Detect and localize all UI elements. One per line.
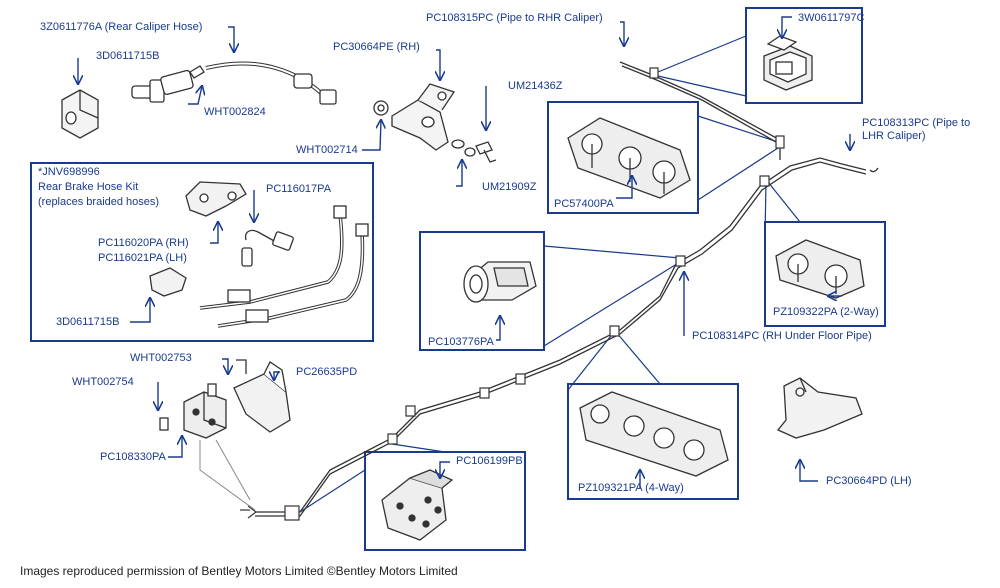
pc57400pa-detail-box xyxy=(547,101,699,214)
kit-bracket-drawing xyxy=(185,181,247,217)
pc57400pa-drawing xyxy=(567,117,691,199)
wht002714-nut-drawing xyxy=(373,100,389,116)
label-um21436z: UM21436Z xyxy=(508,80,563,92)
label-pc108315pc: PC108315PC (Pipe to RHR Caliper) xyxy=(426,12,603,24)
pc103776pa-detail-box xyxy=(419,231,545,351)
um21436z-bolt-drawing xyxy=(451,139,497,163)
label-clip-3w: 3W0611797C xyxy=(798,12,865,24)
label-bracket-kit: 3D0611715B xyxy=(56,316,120,328)
label-kit-line2: Rear Brake Hose Kit xyxy=(38,181,139,193)
kit-hoses-drawing xyxy=(199,205,369,328)
rear-caliper-hose-drawing xyxy=(131,61,337,105)
label-wht002714: WHT002714 xyxy=(296,144,358,156)
label-pc108330pa: PC108330PA xyxy=(100,451,166,463)
label-pc106199pb: PC106199PB xyxy=(456,455,523,467)
label-pz109322pa: PZ109322PA (2-Way) xyxy=(773,306,879,318)
copyright-caption: Images reproduced permission of Bentley … xyxy=(20,564,458,578)
label-pc116020pa: PC116020PA (RH) xyxy=(98,237,189,249)
pc30664pd-drawing xyxy=(776,377,863,439)
pc116017pa-drawing xyxy=(241,229,294,267)
label-pc116017pa: PC116017PA xyxy=(266,183,332,195)
label-pc108314pc: PC108314PC (RH Under Floor Pipe) xyxy=(692,330,872,342)
clip-3w-detail-box xyxy=(745,7,863,104)
pc26635pd-drawing xyxy=(233,359,291,433)
kit-clip-drawing xyxy=(149,267,187,297)
label-pc108313pc-line1: PC108313PC (Pipe to xyxy=(862,117,971,129)
label-pc30664pd: PC30664PD (LH) xyxy=(826,475,912,487)
pz109322pa-drawing xyxy=(775,239,865,299)
label-wht002753: WHT002753 xyxy=(130,352,192,364)
pc103776pa-drawing xyxy=(463,261,537,303)
label-pc26635pd: PC26635PD xyxy=(296,366,358,378)
bracket-3d-top-drawing xyxy=(61,89,99,139)
pz109322pa-detail-box xyxy=(764,221,886,327)
label-pc116021pa: PC116021PA (LH) xyxy=(98,252,187,264)
pz109321pa-drawing xyxy=(579,391,729,477)
label-wht002754: WHT002754 xyxy=(72,376,134,388)
label-pz109321pa: PZ109321PA (4-Way) xyxy=(578,482,684,494)
label-pc30664pe: PC30664PE (RH) xyxy=(333,41,420,53)
label-kit-title: *JNV698996 xyxy=(38,166,100,178)
label-bracket-top: 3D0611715B xyxy=(96,50,160,62)
pc30664pe-bracket-drawing xyxy=(391,83,456,151)
pz109321pa-detail-box xyxy=(567,383,739,500)
pc106199pb-drawing xyxy=(381,469,454,541)
brake-hose-kit-box xyxy=(30,162,374,342)
label-pc103776pa: PC103776PA xyxy=(428,336,494,348)
label-wht002824: WHT002824 xyxy=(204,106,266,118)
label-um21909z: UM21909Z xyxy=(482,181,537,193)
pc108330pa-drawing xyxy=(183,391,227,439)
label-kit-line3: (replaces braided hoses) xyxy=(38,196,160,208)
label-rear-caliper-hose: 3Z0611776A (Rear Caliper Hose) xyxy=(40,21,203,33)
label-pc108313pc-line2: LHR Caliper) xyxy=(862,130,926,142)
wht002754-bolt-drawing xyxy=(159,417,169,431)
clip-3w-drawing xyxy=(763,35,813,91)
label-pc57400pa: PC57400PA xyxy=(554,198,614,210)
wht002753-bolt-drawing xyxy=(207,383,217,397)
